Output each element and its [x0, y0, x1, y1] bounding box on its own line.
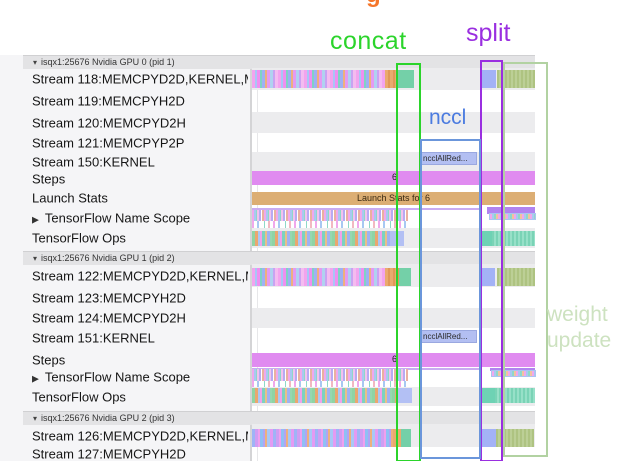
trace-event-olive[interactable] [496, 429, 534, 447]
trace-event-orange[interactable] [385, 70, 398, 88]
track-label[interactable]: Stream 151:KERNEL [32, 330, 155, 345]
track-row: ▶TensorFlow Name Scope [0, 367, 622, 387]
section-header[interactable]: ▾isqx1:25676 Nvidia GPU 1 (pid 2) [0, 251, 622, 265]
trace-event-teal[interactable] [398, 70, 414, 88]
track-row: Steps 6 [0, 170, 622, 187]
track-row: Stream 151:KERNEL ncclAllRed... [0, 328, 622, 347]
annotation-weight-line1: weight [547, 303, 608, 326]
annotation-nccl: nccl [429, 106, 467, 129]
section-header-label[interactable]: ▾isqx1:25676 Nvidia GPU 1 (pid 2) [33, 253, 175, 263]
trace-event-nsviolet[interactable] [490, 368, 535, 371]
trace-event-tealsolid[interactable] [479, 231, 492, 246]
trace-event-nsdense[interactable] [252, 369, 408, 381]
trace-event-nsmulti[interactable] [492, 371, 535, 376]
trace-event-tfops[interactable] [252, 388, 398, 403]
track-row: TensorFlow Ops [0, 387, 622, 406]
trace-event-blue[interactable] [480, 429, 496, 447]
trace-event-tealsolid[interactable] [481, 388, 495, 403]
annotation-weight-update: weight update [547, 302, 611, 354]
weight-update-box [503, 62, 548, 457]
track-label[interactable]: Stream 127:MEMCPYH2D [32, 446, 186, 461]
track-label[interactable]: Stream 123:MEMCPYH2D [32, 290, 186, 305]
trace-event-blue[interactable] [481, 268, 495, 286]
track-row: Stream 118:MEMCPYD2D,KERNEL,ME [0, 68, 622, 90]
trace-event-nsviolet[interactable] [487, 207, 535, 214]
trace-event-steps[interactable]: 6 [252, 171, 535, 185]
section-header-label[interactable]: ▾isqx1:25676 Nvidia GPU 0 (pid 1) [33, 57, 175, 67]
expand-arrow-icon[interactable]: ▶ [32, 373, 39, 384]
step-number: 6 [392, 172, 398, 182]
track-row: Stream 126:MEMCPYD2D,KERNEL,MI [0, 424, 622, 447]
track-label[interactable]: Stream 124:MEMCPYD2H [32, 310, 186, 326]
annotation-weight-line2: update [547, 329, 612, 352]
track-label[interactable]: Stream 122:MEMCPYD2D,KERNEL,MI [32, 268, 248, 283]
expand-arrow-icon[interactable]: ▶ [32, 214, 39, 224]
collapse-caret-icon[interactable]: ▾ [33, 254, 38, 263]
trace-event-tfops[interactable] [252, 231, 390, 246]
track-label[interactable]: Stream 120:MEMCPYD2H [32, 115, 186, 130]
trace-event-nsdense[interactable] [252, 210, 408, 221]
track-label[interactable]: TensorFlow Ops [32, 389, 126, 404]
track-label[interactable]: Stream 126:MEMCPYD2D,KERNEL,MI [32, 428, 248, 443]
annotation-split: split [466, 19, 511, 47]
track-row: Stream 123:MEMCPYH2D [0, 287, 622, 308]
trace-event-teal[interactable] [399, 268, 411, 286]
trace-event-launch[interactable]: Launch Stats for 6 [252, 192, 535, 205]
section-header-label[interactable]: ▾isqx1:25676 Nvidia GPU 2 (pid 3) [33, 413, 175, 423]
track-row: ▶TensorFlow Name Scope [0, 207, 622, 228]
trace-event-ncclbar[interactable]: ncclAllRed... [419, 152, 477, 165]
trace-event-nsmulti[interactable] [490, 214, 535, 219]
section-header[interactable]: ▾isqx1:25676 Nvidia GPU 2 (pid 3) [0, 411, 622, 425]
track-row: Stream 119:MEMCPYH2D [0, 90, 622, 112]
track-label[interactable]: Stream 121:MEMCPYP2P [32, 135, 185, 150]
concat-box [396, 63, 421, 461]
trace-event-tealstripe[interactable] [495, 388, 535, 403]
track-background-band [252, 112, 535, 133]
clipped-text-glyph: g [366, 0, 388, 9]
section-header-band [23, 251, 535, 265]
section-header-band [23, 411, 535, 425]
trace-event-nsicicle[interactable] [252, 221, 408, 228]
track-label[interactable]: Stream 118:MEMCPYD2D,KERNEL,ME [32, 71, 248, 87]
track-label[interactable]: TensorFlow Ops [32, 230, 126, 246]
nccl-box [420, 139, 481, 459]
track-row: Stream 124:MEMCPYD2H [0, 308, 622, 328]
trace-event-nsline[interactable] [252, 208, 481, 210]
trace-event-stream-b[interactable] [252, 429, 393, 447]
track-row: Steps 6 [0, 351, 622, 368]
track-row: Stream 150:KERNEL ncclAllRed... [0, 152, 622, 171]
trace-event-olive[interactable] [497, 70, 535, 88]
step-number: 6 [392, 354, 398, 364]
track-label[interactable]: ▶TensorFlow Name Scope [32, 369, 191, 385]
annotation-concat: concat [330, 27, 407, 55]
section-header-band [23, 55, 535, 69]
trace-event-blue[interactable] [481, 70, 496, 88]
split-box [480, 60, 503, 461]
trace-event-ncclbar[interactable]: ncclAllRed... [419, 330, 477, 343]
collapse-caret-icon[interactable]: ▾ [33, 58, 38, 67]
trace-event-blueblock[interactable] [398, 388, 412, 403]
track-label[interactable]: Stream 119:MEMCPYH2D [32, 93, 185, 109]
track-label[interactable]: Steps [32, 171, 66, 186]
trace-event-orange[interactable] [385, 268, 399, 286]
track-row: Launch Stats Launch Stats for 6 [0, 189, 622, 206]
track-row: Stream 127:MEMCPYH2D [0, 447, 622, 461]
track-label[interactable]: ▶TensorFlow Name Scope [32, 210, 191, 225]
trace-event-steps[interactable]: 6 [252, 353, 535, 367]
track-background-band [252, 308, 535, 328]
track-label[interactable]: Steps [32, 352, 66, 367]
track-label[interactable]: Launch Stats [32, 190, 108, 205]
trace-event-stream[interactable] [252, 268, 385, 286]
trace-event-nsicicle[interactable] [252, 381, 408, 387]
track-row: Stream 122:MEMCPYD2D,KERNEL,MI [0, 264, 622, 287]
collapse-caret-icon[interactable]: ▾ [33, 414, 38, 423]
track-row: Stream 120:MEMCPYD2H [0, 112, 622, 133]
track-label[interactable]: Stream 150:KERNEL [32, 154, 155, 169]
trace-event-stream[interactable] [252, 70, 385, 88]
trace-event-teal[interactable] [401, 429, 411, 447]
trace-event-olive[interactable] [497, 268, 535, 286]
section-header[interactable]: ▾isqx1:25676 Nvidia GPU 0 (pid 1) [0, 55, 622, 69]
track-row: Stream 121:MEMCPYP2P [0, 133, 622, 152]
